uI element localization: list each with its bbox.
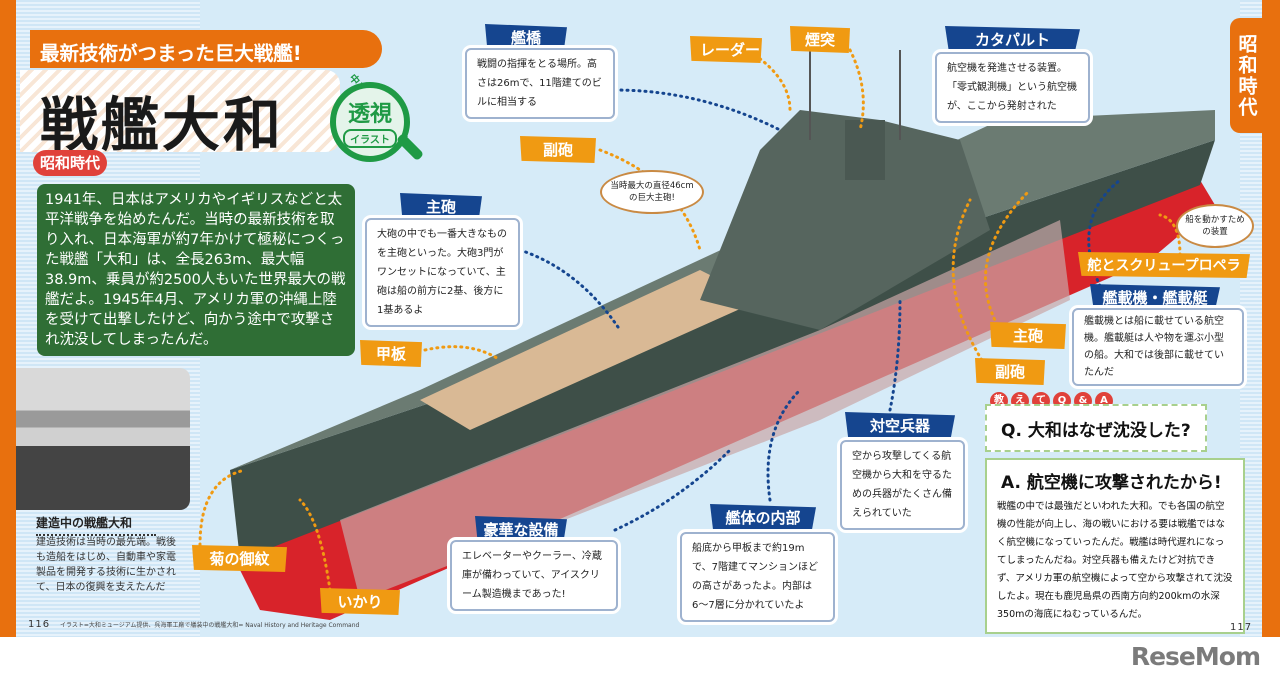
label-crest: 菊の御紋 [192,545,287,572]
cutaway [340,220,1070,600]
label-anchor: いかり [320,588,400,615]
photo-caption-body: 建造技術は当時の最先端。戦後も造船をはじめ、自動車や家電製品を開発する技術に生か… [36,537,176,593]
text-catapult: 航空機を発進させる装置。「零式観測機」という航空機が、ここから発射された [935,52,1090,123]
page-title: 戦艦大和 [40,91,285,159]
label-funnel: 煙突 [790,26,850,53]
superstructure [700,110,990,330]
hull-dark [230,140,1215,560]
wood-deck [420,270,760,430]
headline-banner: 最新技術がつまった巨大戦艦! [30,30,382,68]
era-tab: 昭和時代 [1230,18,1264,133]
label-deck: 甲板 [360,340,422,367]
resemom-logo: ReseMom [1130,642,1261,671]
label-aircraft: 艦載機・艦載艇 [1090,284,1220,311]
funnel [845,120,885,180]
title-background [20,70,340,152]
label-bridge: 艦橋 [485,24,567,51]
badge-sub: イラスト [343,129,397,148]
battleship-illustration [198,40,1215,620]
text-anti-aircraft: 空から攻撃してくる航空機から大和を守るための兵器がたくさん備えられていた [840,440,965,530]
label-facilities: 豪華な設備 [475,516,567,543]
answer-heading: A. 航空機に攻撃されたから! [1001,473,1222,493]
text-main-gun: 大砲の中でも一番大きなものを主砲といった。大砲3門がワンセットになっていて、主砲… [365,218,520,327]
photo-caption-title: 建造中の戦艦大和 [36,514,156,536]
leader-lines [198,48,1182,592]
label-main-gun: 主砲 [400,193,482,220]
construction-photo [16,368,190,510]
era-pill: 昭和時代 [33,150,107,176]
book-spread: 昭和時代 最新技術がつまった巨大戦艦! 戦艦大和 中までまるわかり! 透視 イラ… [0,0,1280,637]
label-catapult: カタパルト [945,26,1080,53]
label-radar: レーダー [690,36,762,63]
credit-line: イラスト=大和ミュージアム提供、呉海軍工廠で艤装中の戦艦大和= Naval Hi… [60,622,360,629]
text-facilities: エレベーターやクーラー、冷蔵庫が備わっていて、アイスクリーム製造機まであった! [450,540,618,611]
label-secondary-gun-rear: 副砲 [975,358,1045,385]
label-hull-interior: 艦体の内部 [710,504,816,531]
badge-main: 透視 [347,102,392,127]
answer-body: 戦艦の中では最強だといわれた大和。でも各国の航空機の性能が向上し、海の戦いにおけ… [997,501,1233,620]
intro-text: 1941年、日本はアメリカやイギリスなどと太平洋戦争を始めたんだ。当時の最新技術… [37,184,355,356]
bubble-rudder: 船を動かすための装置 [1176,204,1254,248]
text-hull-interior: 船底から甲板まで約19mで、7階建てマンションほどの高さがあったよ。内部は6〜7… [680,532,835,622]
text-bridge: 戦闘の指揮をとる場所。高さは26mで、11階建てのビルに相当する [465,48,615,119]
magnifier-badge: 透視 イラスト [330,82,410,162]
label-anti-aircraft: 対空兵器 [845,412,955,439]
page-number-left: 116 [28,619,51,630]
text-aircraft: 艦載機とは船に載せている航空機。艦載艇は人や物を運ぶ小型の船。大和では後部に載せ… [1072,308,1244,386]
label-rudder: 舵とスクリュープロペラ [1078,252,1250,278]
left-edge-band [0,0,16,637]
bubble-main-gun: 当時最大の直径46cmの巨大主砲! [600,170,704,214]
question-box: Q. 大和はなぜ沈没した? [985,404,1207,452]
page-number-right: 117 [1230,622,1253,633]
answer-box: A. 航空機に攻撃されたから! 戦艦の中では最強だといわれた大和。でも各国の航空… [985,458,1245,634]
label-secondary-gun: 副砲 [520,136,596,163]
label-main-gun-rear: 主砲 [990,322,1066,349]
right-edge-band [1262,0,1280,637]
